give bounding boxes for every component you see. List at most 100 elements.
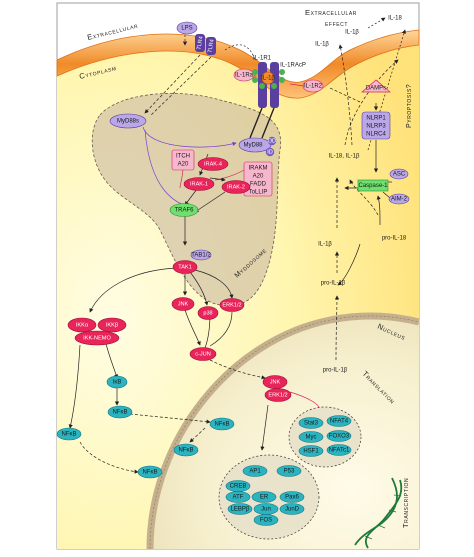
svg-text:IRAK-4: IRAK-4 — [204, 161, 222, 167]
svg-text:ASC: ASC — [393, 172, 406, 178]
node-asc: ASC — [389, 168, 409, 180]
svg-text:p38: p38 — [203, 310, 212, 316]
node-nfkb1: NFκB — [107, 405, 133, 419]
tf-right-4: HSF1 — [298, 445, 324, 457]
svg-text:NLRP1: NLRP1 — [366, 116, 386, 122]
svg-text:NFκB: NFκB — [215, 422, 230, 428]
svg-text:IKKβ: IKKβ — [106, 322, 118, 328]
node-il1r2-label: IL-1R2 — [304, 84, 323, 90]
node-tak1: TAK1 — [172, 260, 198, 274]
node-nfkb2: NFκB — [209, 417, 235, 431]
node-tlr4b — [206, 37, 216, 55]
tf-right-1: NFAT4 — [326, 415, 352, 427]
svg-text:DD: DD — [268, 138, 276, 144]
svg-text:NFκB: NFκB — [113, 410, 128, 416]
node-myd88s: MyD88s — [109, 113, 147, 129]
node-dd: DD — [267, 136, 277, 146]
myddosome-region — [91, 93, 282, 307]
svg-text:MyD88s: MyD88s — [117, 119, 139, 125]
tf-right-2: Myc — [298, 431, 324, 443]
node-tlr4a — [195, 34, 205, 52]
svg-text:Caspase-1: Caspase-1 — [358, 183, 388, 189]
node-tab: TAB1/2 — [190, 249, 211, 261]
tf-right-5: NFATc1 — [326, 444, 352, 456]
svg-text:A20: A20 — [253, 174, 264, 180]
svg-text:NFATc1: NFATc1 — [329, 448, 350, 454]
svg-text:c-JUN: c-JUN — [195, 351, 211, 357]
receptor-complex — [249, 62, 285, 139]
svg-text:IκB: IκB — [113, 380, 122, 386]
svg-text:ATF: ATF — [233, 495, 244, 501]
node-lps-label: LPS — [181, 26, 192, 32]
svg-text:A20: A20 — [178, 162, 189, 168]
svg-text:NLRC4: NLRC4 — [366, 132, 386, 138]
nucleus-region — [150, 315, 419, 549]
node-ikb: IκB — [106, 375, 128, 389]
svg-text:ERK1/2: ERK1/2 — [222, 302, 241, 308]
label-il1b-top1: IL-1β — [345, 30, 359, 36]
tf-bottom-7: Jun — [253, 503, 279, 515]
node-erk2: ERK1/2 — [264, 388, 292, 402]
svg-text:JNK: JNK — [270, 379, 281, 385]
svg-text:MyD88: MyD88 — [243, 143, 263, 149]
label-il18-top: IL-18 — [388, 16, 402, 22]
node-irak4: IRAK-4 — [197, 157, 229, 171]
node-jnk2: JNK — [262, 375, 288, 389]
svg-text:HSF1: HSF1 — [303, 449, 319, 455]
nuclear-envelope-pores — [149, 315, 420, 550]
svg-text:NFAT4: NFAT4 — [330, 419, 349, 425]
label-pyroptosis: Pyroptosis? — [406, 84, 413, 128]
label-il1racp: IL-1RAcP — [280, 63, 306, 69]
svg-text:P53: P53 — [284, 469, 295, 475]
node-id: ID — [265, 147, 275, 157]
label-transcription: Transcription — [401, 478, 410, 528]
node-irak1: IRAK-1 — [183, 177, 215, 191]
svg-text:ERK1/2: ERK1/2 — [268, 392, 287, 398]
node-nfkb3: NFκB — [173, 443, 199, 457]
svg-text:Pax6: Pax6 — [285, 495, 299, 501]
svg-text:ToLLIP: ToLLIP — [249, 190, 268, 196]
tf-bottom-0: AP1 — [242, 465, 268, 477]
svg-text:AP1: AP1 — [249, 469, 261, 475]
svg-text:Stat3: Stat3 — [304, 421, 319, 427]
plasma-membrane — [56, 29, 420, 99]
node-aim2: AIM-2 — [388, 193, 410, 205]
tf-bottom-2: CREB — [225, 480, 251, 492]
tf-right-3: FOXO3 — [326, 430, 352, 442]
svg-text:IRAKM: IRAKM — [248, 166, 267, 172]
tf-bottom-8: JunD — [279, 503, 305, 515]
svg-text:DAMPs: DAMPs — [366, 86, 386, 92]
svg-text:ITCH: ITCH — [176, 154, 190, 160]
svg-text:JunD: JunD — [285, 507, 300, 513]
svg-text:Jun: Jun — [261, 507, 271, 513]
svg-text:NFκB: NFκB — [143, 470, 158, 476]
tf-bottom-5: Pax6 — [279, 491, 305, 503]
tf-bottom-6: LEBPβ — [227, 503, 253, 515]
node-erk: ERK1/2 — [219, 298, 245, 312]
node-damps: DAMPs — [361, 79, 391, 93]
label-il1b-mid: IL-1β — [318, 242, 332, 248]
svg-text:TAK1: TAK1 — [178, 264, 192, 270]
node-cjun: c-JUN — [189, 347, 217, 361]
label-pro-il1b-1: pro-IL-1β — [321, 281, 346, 287]
svg-text:NFκB: NFκB — [179, 448, 194, 454]
svg-text:TRAF6: TRAF6 — [174, 208, 194, 214]
edges — [68, 17, 406, 474]
node-jnk1: JNK — [171, 297, 195, 311]
node-tlr4b-label: TLR4 — [207, 39, 215, 54]
svg-text:CREB: CREB — [230, 484, 247, 490]
node-irak2: IRAK-2 — [221, 180, 251, 194]
svg-text:LEBPβ: LEBPβ — [231, 507, 250, 513]
dna-helix-icon — [354, 477, 403, 549]
label-il1b-top2: IL-1β — [315, 42, 329, 48]
label-il18-il1b: IL-18, IL-1β — [329, 154, 360, 160]
label-effect: effect — [325, 21, 348, 28]
tf-right-0: Stat3 — [298, 417, 324, 429]
node-itch-a20: ITCH A20 — [171, 149, 195, 171]
svg-text:FOS: FOS — [260, 518, 272, 524]
node-il1ra — [233, 68, 255, 82]
tf-bottom-1: P53 — [276, 465, 302, 477]
node-myd88: MyD88 — [238, 137, 272, 153]
